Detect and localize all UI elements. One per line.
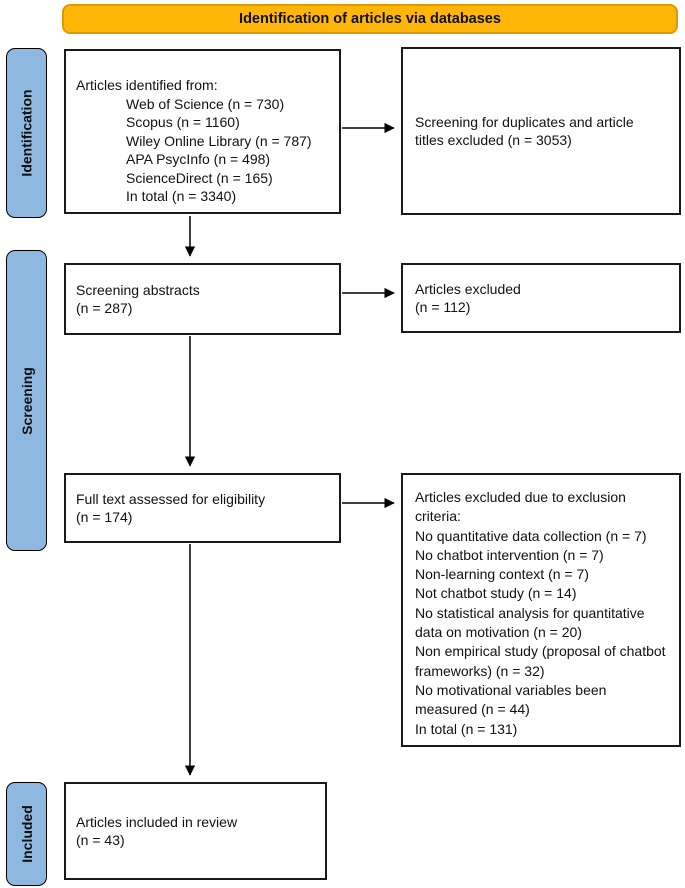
source-apa-psycinfo: APA PsycInfo (n = 498)	[126, 151, 271, 167]
source-wiley: Wiley Online Library (n = 787)	[126, 132, 312, 149]
included-line1: Articles included in review	[76, 813, 238, 830]
box-duplicates-excluded: Screening for duplicates and article tit…	[401, 47, 681, 215]
box-full-text-assessed: Full text assessed for eligibility (n = …	[64, 473, 341, 543]
abstracts-excluded-count: (n = 112)	[415, 299, 471, 315]
stage-label-identification: Identification	[6, 48, 47, 218]
exclusion-reason: Not chatbot study (n = 14)	[415, 585, 577, 602]
screening-abstracts-count: (n = 287)	[76, 300, 133, 316]
source-web-of-science: Web of Science (n = 730)	[126, 95, 285, 112]
stage-label-identification-text: Identification	[18, 89, 35, 177]
banner-title: Identification of articles via databases	[239, 11, 501, 27]
source-total: In total (n = 3340)	[126, 188, 237, 204]
exclusion-reason: Non-learning context (n = 7)	[415, 566, 589, 583]
articles-identified-intro: Articles identified from:	[76, 77, 218, 93]
banner-identification-via-databases: Identification of articles via databases	[62, 4, 678, 34]
stage-label-screening: Screening	[6, 250, 47, 551]
box-full-text-excluded: Articles excluded due to exclusion crite…	[401, 473, 681, 747]
included-count: (n = 43)	[76, 832, 125, 848]
full-text-excluded-intro: Articles excluded due to exclusion crite…	[415, 489, 626, 525]
stage-label-included: Included	[6, 782, 47, 886]
source-scopus: Scopus (n = 1160)	[126, 114, 240, 130]
full-text-count: (n = 174)	[76, 509, 133, 525]
duplicates-excluded-text: Screening for duplicates and article tit…	[415, 113, 634, 149]
exclusion-reason: No quantitative data collection (n = 7)	[415, 527, 647, 544]
box-articles-identified: Articles identified from: Web of Science…	[64, 49, 341, 214]
screening-abstracts-line1: Screening abstracts	[76, 281, 200, 298]
box-articles-included: Articles included in review (n = 43)	[64, 782, 327, 880]
box-screening-abstracts: Screening abstracts (n = 287)	[64, 263, 341, 335]
full-text-line1: Full text assessed for eligibility	[76, 490, 266, 507]
exclusion-reason: No motivational variables been measured …	[415, 681, 607, 718]
box-abstracts-excluded: Articles excluded (n = 112)	[401, 263, 681, 333]
abstracts-excluded-line1: Articles excluded	[415, 280, 521, 297]
exclusion-reason: No chatbot intervention (n = 7)	[415, 546, 604, 563]
exclusion-reason: Non empirical study (proposal of chatbot…	[415, 643, 666, 679]
stage-label-included-text: Included	[18, 805, 35, 863]
source-sciencedirect: ScienceDirect (n = 165)	[126, 169, 273, 186]
exclusion-reason: In total (n = 131)	[415, 720, 518, 737]
stage-label-screening-text: Screening	[18, 366, 35, 435]
exclusion-reason: No statistical analysis for quantitative…	[415, 604, 645, 641]
